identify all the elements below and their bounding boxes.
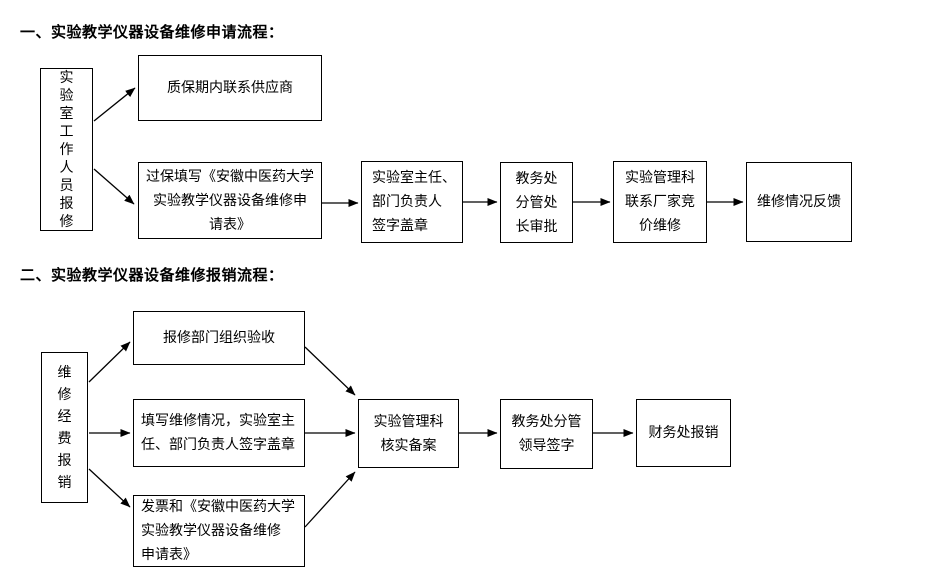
box-director-sign-label: 实验室主任、 部门负责人 签字盖章 xyxy=(372,170,456,234)
box-repair-feedback-label: 维修情况反馈 xyxy=(757,194,841,210)
box-dean-approval: 教务处 分管处 长审批 xyxy=(500,162,573,243)
arrow-report-to-form xyxy=(93,168,135,205)
box-dean-leader-sign: 教务处分管 领导签字 xyxy=(500,399,593,469)
box-finance-reimburse: 财务处报销 xyxy=(636,399,731,467)
box-lab-admin-quote-repair: 实验管理科 联系厂家竞 价维修 xyxy=(613,161,707,243)
box-warranty-contact-supplier-label: 质保期内联系供应商 xyxy=(167,80,293,96)
box-dean-leader-sign-label: 教务处分管 领导签字 xyxy=(511,414,582,454)
arrow-report-to-warranty xyxy=(93,87,136,122)
box-director-sign: 实验室主任、 部门负责人 签字盖章 xyxy=(361,161,463,243)
box-department-acceptance-label: 报修部门组织验收 xyxy=(163,330,275,346)
arrow-invoice-to-verify xyxy=(304,471,356,528)
arrow-acceptance-to-verify xyxy=(304,346,356,396)
box-dean-approval-label: 教务处 分管处 长审批 xyxy=(515,170,558,235)
box-repair-funds-reimburse-label: 维修经费报销 xyxy=(57,364,72,491)
section1-title: 一、实验教学仪器设备维修申请流程： xyxy=(20,23,284,41)
box-repair-feedback: 维修情况反馈 xyxy=(746,162,852,242)
box-invoice-and-form-label: 发票和《安徽中医药大学 实验教学仪器设备维修 申请表》 xyxy=(141,499,295,563)
box-lab-admin-quote-repair-label: 实验管理科 联系厂家竞 价维修 xyxy=(625,170,695,234)
box-lab-admin-verify: 实验管理科 核实备案 xyxy=(358,399,459,468)
box-fill-application-form: 过保填写《安徽中医药大学 实验教学仪器设备维修申 请表》 xyxy=(138,162,322,239)
arrow-reimburse-to-acceptance xyxy=(88,341,131,383)
box-lab-staff-report: 实验室工作人员报修 xyxy=(40,68,93,231)
box-department-acceptance: 报修部门组织验收 xyxy=(133,311,305,365)
box-fill-repair-info-sign-label: 填写维修情况，实验室主 任、部门负责人签字盖章 xyxy=(141,413,295,453)
section2-title: 二、实验教学仪器设备维修报销流程： xyxy=(20,266,284,284)
box-lab-admin-verify-label: 实验管理科 核实备案 xyxy=(373,413,444,454)
box-fill-application-form-label: 过保填写《安徽中医药大学 实验教学仪器设备维修申 请表》 xyxy=(146,168,314,233)
arrow-reimburse-to-invoice xyxy=(88,468,131,508)
box-fill-repair-info-sign: 填写维修情况，实验室主 任、部门负责人签字盖章 xyxy=(133,399,305,467)
box-warranty-contact-supplier: 质保期内联系供应商 xyxy=(138,55,322,121)
box-repair-funds-reimburse: 维修经费报销 xyxy=(41,352,88,503)
box-finance-reimburse-label: 财务处报销 xyxy=(648,425,719,441)
box-invoice-and-form: 发票和《安徽中医药大学 实验教学仪器设备维修 申请表》 xyxy=(133,495,305,567)
box-lab-staff-report-label: 实验室工作人员报修 xyxy=(59,69,74,230)
